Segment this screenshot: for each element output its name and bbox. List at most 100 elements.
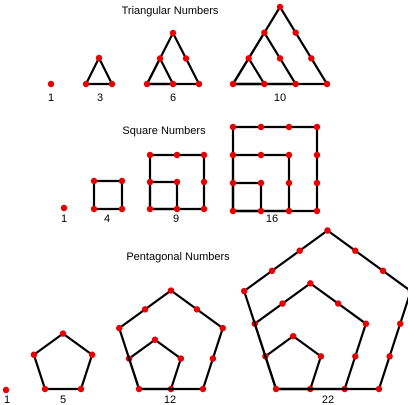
- pentagonal-12-edge-2: [118, 289, 224, 391]
- pentagonal-12-dot-9: [141, 306, 149, 313]
- square-16-dot-14: [285, 207, 293, 215]
- square-16-edge-3: [231, 125, 319, 213]
- square-1: [60, 204, 68, 212]
- pentagonal-22-dot-18: [296, 247, 303, 254]
- triangular-10-edge-1: [231, 57, 266, 86]
- pentagonal-5: [30, 330, 96, 393]
- square-9-dot-3: [146, 178, 154, 186]
- triangular-count-10: 10: [274, 92, 286, 104]
- pentagonal-5-edge-1: [32, 332, 94, 391]
- triangular-10-dot-0: [276, 3, 284, 11]
- triangular-6-dot-4: [169, 80, 177, 88]
- triangular-6-edge-2: [145, 31, 201, 86]
- square-16-dot-11: [313, 179, 321, 187]
- pentagonal-22-dot-19: [268, 267, 276, 275]
- triangular-10-edge-2: [231, 31, 297, 86]
- square-count-4: 4: [104, 213, 110, 225]
- square-4: [90, 177, 126, 213]
- triangular-10-dot-2: [292, 29, 299, 36]
- pentagonal-1-dot: [2, 386, 10, 394]
- pentagonal-5-dot-3: [30, 351, 38, 358]
- square-9-dot-7: [173, 205, 181, 213]
- square-16-dot-2: [285, 123, 293, 131]
- pentagonal-22-dot-11: [375, 385, 383, 393]
- triangular-section: Triangular Numbers 1 3 6 10: [47, 3, 331, 104]
- pentagonal-count-22: 22: [322, 394, 334, 405]
- square-16-dot-5: [257, 151, 265, 159]
- pentagonal-12-dot-5: [209, 355, 217, 362]
- square-9-dot-8: [200, 205, 208, 213]
- triangular-1-dot: [47, 80, 55, 88]
- pentagonal-5-dot-2: [59, 330, 67, 337]
- pentagonal-count-1: 1: [4, 394, 10, 405]
- triangular-count-1: 1: [48, 92, 54, 104]
- pentagonal-12-dot-1: [177, 355, 185, 362]
- square-count-9: 9: [173, 213, 179, 225]
- square-16-dot-4: [229, 151, 237, 159]
- pentagonal-5-dot-0: [77, 385, 85, 393]
- triangular-10: [229, 3, 331, 88]
- triangular-10-dot-3: [245, 55, 252, 62]
- pentagonal-12-dot-2: [151, 336, 159, 343]
- square-9-edge-1: [148, 180, 179, 211]
- square-16-dot-1: [257, 123, 265, 131]
- square-16-dot-3: [313, 123, 321, 131]
- triangular-10-dot-6: [229, 80, 237, 88]
- square-count-1: 1: [61, 213, 67, 225]
- pentagonal-22-dot-8: [307, 280, 314, 287]
- triangular-6-dot-1: [156, 55, 164, 62]
- pentagonal-22-dot-17: [324, 227, 331, 234]
- square-16-edge-1: [231, 181, 263, 213]
- square-9: [146, 151, 208, 213]
- pentagonal-12-dot-4: [199, 385, 207, 393]
- square-9-dot-2: [200, 151, 208, 159]
- pentagonal-22-dot-21: [272, 385, 280, 393]
- pentagonal-section: Pentagonal Numbers 1 5 12 22: [2, 227, 408, 405]
- pentagonal-22-dot-12: [386, 353, 393, 360]
- square-4-edge-1: [92, 179, 124, 211]
- triangular-3-dot-1: [82, 80, 90, 88]
- triangular-count-6: 6: [170, 92, 176, 104]
- triangular-3: [82, 54, 116, 88]
- pentagonal-title: Pentagonal Numbers: [126, 251, 230, 263]
- pentagonal-12-dot-8: [167, 287, 175, 294]
- pentagonal-22-dot-16: [352, 247, 359, 254]
- pentagonal-22-dot-20: [240, 287, 248, 295]
- pentagonal-12-dot-6: [219, 324, 226, 332]
- pentagonal-22-edge-3: [243, 229, 408, 391]
- square-title: Square Numbers: [122, 125, 206, 137]
- triangular-6-dot-5: [195, 80, 203, 88]
- pentagonal-12-dot-7: [193, 306, 201, 313]
- square-16-dot-13: [257, 207, 265, 215]
- pentagonal-12-dot-11: [135, 385, 143, 393]
- square-16-dot-6: [285, 151, 293, 159]
- pentagonal-count-12: 12: [164, 394, 176, 405]
- triangular-10-dot-4: [276, 55, 284, 62]
- square-16-dot-10: [285, 179, 293, 187]
- pentagonal-22-dot-9: [279, 300, 286, 307]
- triangular-6: [143, 29, 203, 88]
- triangular-6-dot-2: [182, 55, 190, 62]
- triangular-1: [47, 80, 55, 88]
- triangular-3-edge-1: [84, 56, 114, 86]
- triangular-10-dot-9: [323, 80, 331, 88]
- pentagonal-5-dot-1: [88, 351, 96, 358]
- square-section: Square Numbers 1 4 9 16: [60, 123, 321, 225]
- triangular-10-dot-5: [308, 55, 315, 62]
- pentagonal-22-dot-1: [317, 353, 325, 360]
- square-4-dot-0: [90, 177, 98, 185]
- triangular-6-edge-1: [145, 57, 175, 86]
- pentagonal-22-dot-6: [362, 320, 370, 327]
- triangular-figures: [47, 3, 331, 88]
- triangular-10-edge-3: [231, 5, 329, 86]
- square-16-dot-12: [229, 207, 237, 215]
- square-16-dot-7: [313, 151, 321, 159]
- triangular-6-dot-3: [143, 80, 151, 88]
- square-16: [229, 123, 321, 215]
- square-1-dot: [60, 204, 68, 212]
- pentagonal-22: [240, 227, 408, 393]
- square-9-dot-0: [146, 151, 154, 159]
- pentagonal-12-dot-10: [116, 324, 123, 332]
- square-9-dot-4: [173, 178, 181, 186]
